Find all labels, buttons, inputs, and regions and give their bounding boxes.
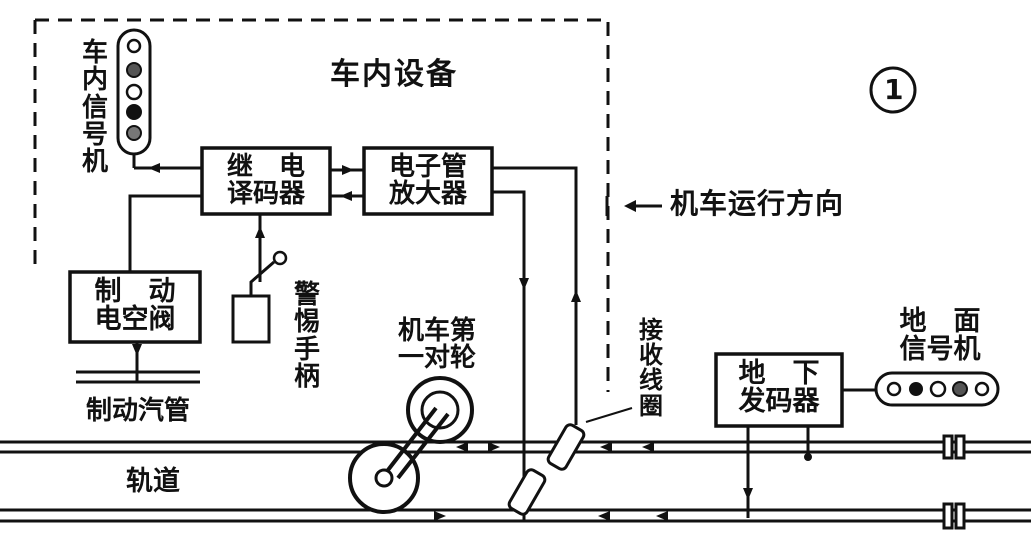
insulated-joints xyxy=(942,434,966,530)
cab-signal xyxy=(116,28,152,168)
wayside-signal-line1: 地 面 xyxy=(899,306,981,337)
onboard-equipment-title: 车内设备 xyxy=(330,57,458,92)
cab-signal-label: 车内信号机 xyxy=(81,38,108,178)
figure-number: 1 xyxy=(884,73,904,106)
ground-encoder-line2: 发码器 xyxy=(738,386,820,418)
first-wheelset-line2: 一对轮 xyxy=(398,343,477,374)
first-wheelset xyxy=(348,376,474,514)
receiver-coil-leader xyxy=(585,407,633,423)
direction-label: 机车运行方向 xyxy=(670,187,845,220)
track-label: 轨道 xyxy=(126,466,180,497)
relay-decoder-label: 继 电 译码器 xyxy=(206,152,326,210)
wayside-signal-line2: 信号机 xyxy=(899,334,981,366)
receiver-coil-label: 接收线圈 xyxy=(639,316,663,420)
ground-encoder-box xyxy=(714,352,844,428)
signal-wires xyxy=(76,166,876,520)
ground-encoder-label: 地 下 发码器 xyxy=(720,358,838,418)
direction-arrow xyxy=(624,200,662,212)
onboard-boundary xyxy=(35,18,610,392)
wayside-signal-label: 地 面 信号机 xyxy=(880,306,1000,366)
first-wheelset-label: 机车第 一对轮 xyxy=(398,316,520,374)
track-current-arrows xyxy=(434,442,668,521)
receiver-coils xyxy=(507,423,586,516)
brake-valve-line2: 电空阀 xyxy=(94,304,176,336)
brake-pipe-label: 制动汽管 xyxy=(86,396,191,426)
vigilance-handle-box xyxy=(231,294,271,344)
brake-valve-box xyxy=(68,270,202,344)
vigilance-pivot xyxy=(272,250,288,266)
tube-amplifier-line1: 电子管 xyxy=(388,152,467,182)
relay-decoder-line2: 译码器 xyxy=(226,179,305,210)
encoder-junction xyxy=(804,453,812,461)
tube-amplifier-line2: 放大器 xyxy=(388,179,467,210)
brake-valve-line1: 制 动 xyxy=(94,276,176,307)
tube-amplifier-label: 电子管 放大器 xyxy=(368,152,488,210)
wire-arrows xyxy=(132,163,753,500)
wayside-signal xyxy=(874,371,1000,407)
vigilance-handle-label: 警惕手柄 xyxy=(293,280,320,392)
ground-encoder-line1: 地 下 xyxy=(738,358,820,389)
first-wheelset-line1: 机车第 xyxy=(398,316,477,346)
tube-amplifier-box xyxy=(362,146,494,216)
relay-decoder-line1: 继 电 xyxy=(226,152,305,182)
figure-number-circle xyxy=(869,66,917,114)
brake-valve-label: 制 动 电空阀 xyxy=(74,276,196,336)
relay-decoder-box xyxy=(200,146,332,216)
